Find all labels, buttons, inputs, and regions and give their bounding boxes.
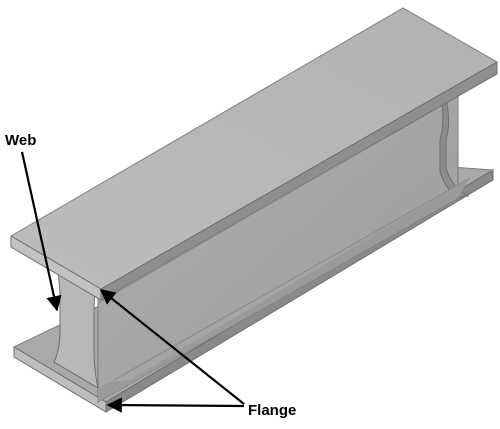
flange-leader-arrow-top <box>99 289 245 405</box>
web-leader-arrow <box>20 151 62 312</box>
bottom-flange-end-face <box>13 346 107 413</box>
web-bottom-fillet <box>98 178 470 402</box>
top-flange <box>10 7 499 304</box>
web-label: Web <box>5 132 36 149</box>
flange-leader-arrow-bottom <box>106 397 245 413</box>
callouts: Web Flange <box>5 132 296 419</box>
flange-label: Flange <box>248 402 296 419</box>
